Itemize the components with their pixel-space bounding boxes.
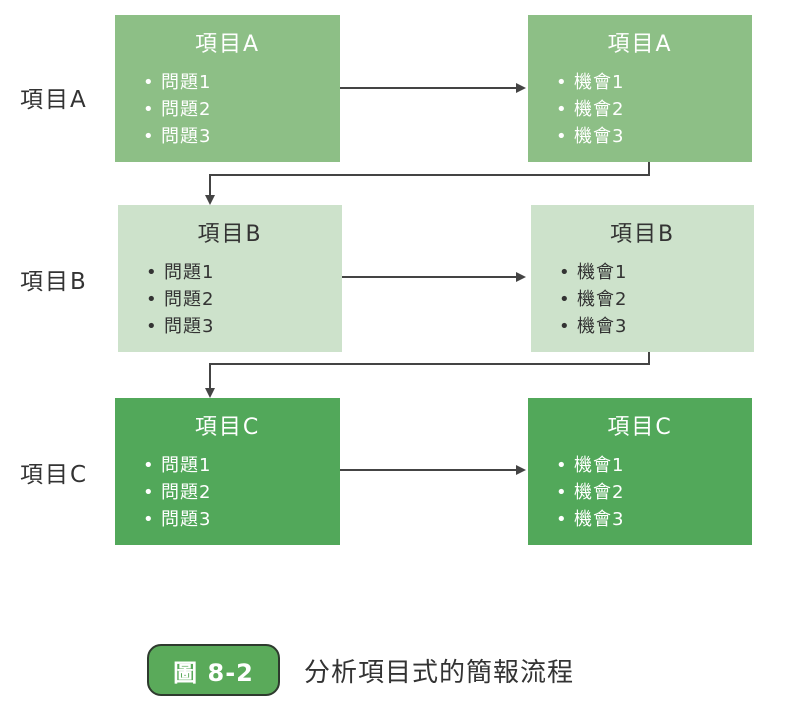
opportunity-box-c: 項目C •機會1 •機會2 •機會3 [528, 398, 752, 545]
problem-list-a: •問題1 •問題2 •問題3 [143, 69, 340, 150]
list-item: •問題3 [143, 509, 212, 530]
list-item: •機會1 [556, 72, 625, 93]
list-item: •問題1 [143, 72, 212, 93]
row-label-a: 項目A [20, 87, 88, 113]
arrow-a-to-b [205, 162, 650, 205]
list-item: •問題3 [143, 126, 212, 147]
list-item: •機會3 [559, 316, 628, 337]
problem-list-c: •問題1 •問題2 •問題3 [143, 452, 340, 533]
list-item: •問題1 [146, 262, 215, 283]
list-item: •問題2 [143, 482, 212, 503]
opportunity-box-b: 項目B •機會1 •機會2 •機會3 [531, 205, 754, 352]
list-item: •問題3 [146, 316, 215, 337]
figure-caption: 圖 8-2 分析項目式的簡報流程 [147, 644, 574, 696]
problem-box-a-title: 項目A [194, 32, 261, 57]
problem-box-c-title: 項目C [194, 415, 261, 440]
problem-box-b: 項目B •問題1 •問題2 •問題3 [118, 205, 342, 352]
list-item: •問題2 [143, 99, 212, 120]
opportunity-box-b-title: 項目B [609, 222, 676, 247]
list-item: •機會3 [556, 126, 625, 147]
problem-box-c: 項目C •問題1 •問題2 •問題3 [115, 398, 340, 545]
list-item: •機會3 [556, 509, 625, 530]
problem-box-a: 項目A •問題1 •問題2 •問題3 [115, 15, 340, 162]
figure-number-badge: 圖 8-2 [147, 644, 280, 696]
list-item: •問題1 [143, 455, 212, 476]
arrow-b-to-c [205, 352, 650, 398]
problem-box-b-title: 項目B [197, 222, 263, 247]
opportunity-box-c-title: 項目C [607, 415, 673, 440]
row-label-b: 項目B [20, 269, 88, 295]
list-item: •機會2 [559, 289, 628, 310]
opportunity-box-a-title: 項目A [607, 32, 673, 57]
list-item: •機會2 [556, 99, 625, 120]
list-item: •問題2 [146, 289, 215, 310]
opportunity-list-a: •機會1 •機會2 •機會3 [556, 69, 752, 150]
list-item: •機會1 [559, 262, 628, 283]
opportunity-list-c: •機會1 •機會2 •機會3 [556, 452, 752, 533]
list-item: •機會1 [556, 455, 625, 476]
figure-caption-text: 分析項目式的簡報流程 [304, 657, 575, 688]
problem-list-b: •問題1 •問題2 •問題3 [146, 259, 342, 340]
opportunity-box-a: 項目A •機會1 •機會2 •機會3 [528, 15, 752, 162]
list-item: •機會2 [556, 482, 625, 503]
row-label-c: 項目C [20, 462, 89, 488]
opportunity-list-b: •機會1 •機會2 •機會3 [559, 259, 754, 340]
